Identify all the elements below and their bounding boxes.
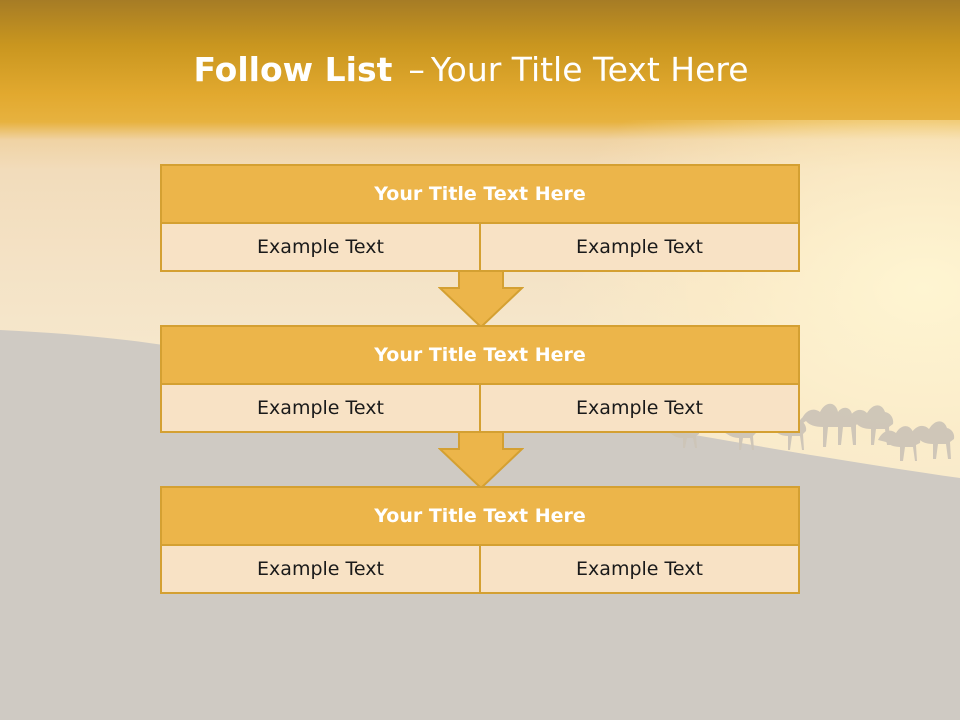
title-rest: Your Title Text Here [430, 50, 749, 89]
block-cell-left: Example Text [162, 385, 479, 431]
list-block-3: Your Title Text Here Example Text Exampl… [160, 486, 800, 594]
block-title: Your Title Text Here [162, 327, 798, 385]
title-dash: – [408, 50, 425, 89]
slide-title: Follow List–Your Title Text Here [0, 50, 942, 89]
block-row: Example Text Example Text [162, 224, 798, 270]
block-title: Your Title Text Here [162, 166, 798, 224]
list-block-1: Your Title Text Here Example Text Exampl… [160, 164, 800, 272]
block-row: Example Text Example Text [162, 546, 798, 592]
arrow-down-icon [438, 431, 524, 489]
block-cell-right: Example Text [479, 385, 798, 431]
block-row: Example Text Example Text [162, 385, 798, 431]
block-title: Your Title Text Here [162, 488, 798, 546]
block-cell-right: Example Text [479, 224, 798, 270]
block-cell-left: Example Text [162, 546, 479, 592]
block-cell-right: Example Text [479, 546, 798, 592]
list-block-2: Your Title Text Here Example Text Exampl… [160, 325, 800, 433]
block-cell-left: Example Text [162, 224, 479, 270]
arrow-down-icon [438, 270, 524, 328]
title-bold: Follow List [193, 50, 393, 89]
